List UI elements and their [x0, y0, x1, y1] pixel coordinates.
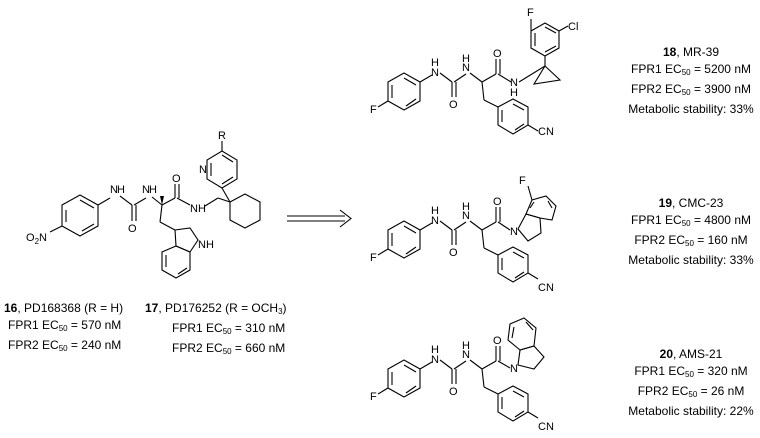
atom-label: H [462, 340, 470, 352]
atom-label: O [493, 335, 502, 347]
indoline-benzene-ring [507, 317, 537, 351]
atom-label: F [370, 104, 377, 116]
atom-label: O [493, 48, 502, 60]
transformation-arrow [287, 209, 352, 228]
atom-label: H [510, 87, 518, 99]
indole-benzene-ring [161, 245, 191, 279]
compound-20-stability: Metabolic stability: 22% [628, 404, 754, 418]
atom-label: H [462, 53, 470, 65]
caption-compound-20: 20, AMS-21 FPR1 EC50 = 320 nM FPR2 EC50 … [622, 346, 760, 420]
structure-18: F H N O N H O N H F Cl CN [370, 7, 578, 138]
caption-compound-18: 18, MR-39 FPR1 EC50 = 5200 nM FPR2 EC50 … [622, 44, 760, 118]
compound-18-stability: Metabolic stability: 33% [628, 102, 754, 116]
structure-16-17: O2N N H O N H O NH N R NH [26, 130, 261, 279]
compound-20-fpr1: FPR1 EC50 = 320 nM [634, 364, 748, 379]
atom-label: N [510, 363, 518, 375]
atom-label: N [431, 354, 439, 366]
atom-label: H [431, 344, 439, 356]
atom-label: H [149, 184, 157, 196]
caption-compound-17: 17, PD176252 (R = OCH3) FPR1 EC50 = 310 … [145, 300, 287, 360]
atom-label: O [449, 386, 458, 398]
nitro-group-label: O2N [26, 232, 47, 246]
atom-label: CN [538, 282, 554, 294]
compound-19-stability: Metabolic stability: 33% [628, 253, 754, 267]
cyclopropane-ring [532, 65, 562, 85]
compound-18-title: 18, MR-39 [662, 45, 720, 59]
compound-19-fpr2: FPR2 EC50 = 160 nM [634, 233, 748, 248]
atom-label: O [172, 173, 181, 185]
atom-label: N [510, 77, 518, 89]
atom-label: N [142, 184, 150, 196]
atom-label: N [462, 349, 470, 361]
structure-20: F H N O N H O N CN [370, 317, 554, 433]
atom-label: F [370, 391, 377, 403]
indoline-pyrroline-ring [517, 345, 545, 370]
atom-label: H [431, 205, 439, 217]
atom-label: F [527, 7, 534, 19]
atom-label: N [110, 184, 118, 196]
atom-label: N [462, 210, 470, 222]
compound-17-title: 17, PD176252 (R = OCH3) [145, 301, 287, 316]
caption-compound-19: 19, CMC-23 FPR1 EC50 = 4800 nM FPR2 EC50… [622, 195, 760, 269]
atom-label: O [449, 99, 458, 111]
atom-label: O [128, 223, 137, 235]
cyclohexane-ring [229, 193, 261, 229]
atom-label: F [519, 175, 526, 187]
atom-label: O [493, 196, 502, 208]
atom-label: CN [538, 421, 554, 433]
atom-label: H [431, 57, 439, 69]
atom-label: N [431, 215, 439, 227]
atom-label: H [117, 184, 125, 196]
atom-label: CN [538, 126, 554, 138]
compound-17-fpr2: FPR2 EC50 = 660 nM [172, 341, 286, 356]
indoline-pyrroline-ring [517, 213, 542, 242]
atom-label: F [370, 252, 377, 264]
atom-label: N [462, 62, 470, 74]
atom-label: N [431, 67, 439, 79]
compound-19-title: 19, CMC-23 [658, 196, 724, 210]
chlorofluorophenyl-ring [530, 22, 560, 57]
compound-18-fpr1: FPR1 EC50 = 5200 nM [631, 62, 751, 77]
atom-label: Cl [568, 21, 578, 33]
atom-label: N [199, 164, 207, 176]
compound-20-fpr2: FPR2 EC50 = 26 nM [637, 384, 745, 399]
atom-label: R [218, 130, 226, 142]
compound-20-title: 20, AMS-21 [659, 347, 723, 361]
compound-19-fpr1: FPR1 EC50 = 4800 nM [631, 213, 751, 228]
atom-label: O [449, 247, 458, 259]
compound-16-fpr2: FPR2 EC50 = 240 nM [8, 338, 122, 353]
atom-label: N [510, 226, 518, 238]
compound-17-fpr1: FPR1 EC50 = 310 nM [172, 321, 286, 336]
compound-16-title: 16, PD168368 (R = H) [4, 301, 124, 315]
atom-label: NH [198, 239, 214, 251]
atom-label: H [462, 201, 470, 213]
compound-18-fpr2: FPR2 EC50 = 3900 nM [631, 82, 751, 97]
indole-pyrrole-ring [174, 227, 199, 253]
atom-label: NH [190, 203, 206, 215]
structure-19: F H N O N H O N F CN [370, 175, 557, 294]
compound-16-fpr1: FPR1 EC50 = 570 nM [8, 318, 122, 333]
nitrophenyl-ring [61, 194, 99, 237]
caption-compound-16: 16, PD168368 (R = H) FPR1 EC50 = 570 nM … [4, 300, 123, 357]
